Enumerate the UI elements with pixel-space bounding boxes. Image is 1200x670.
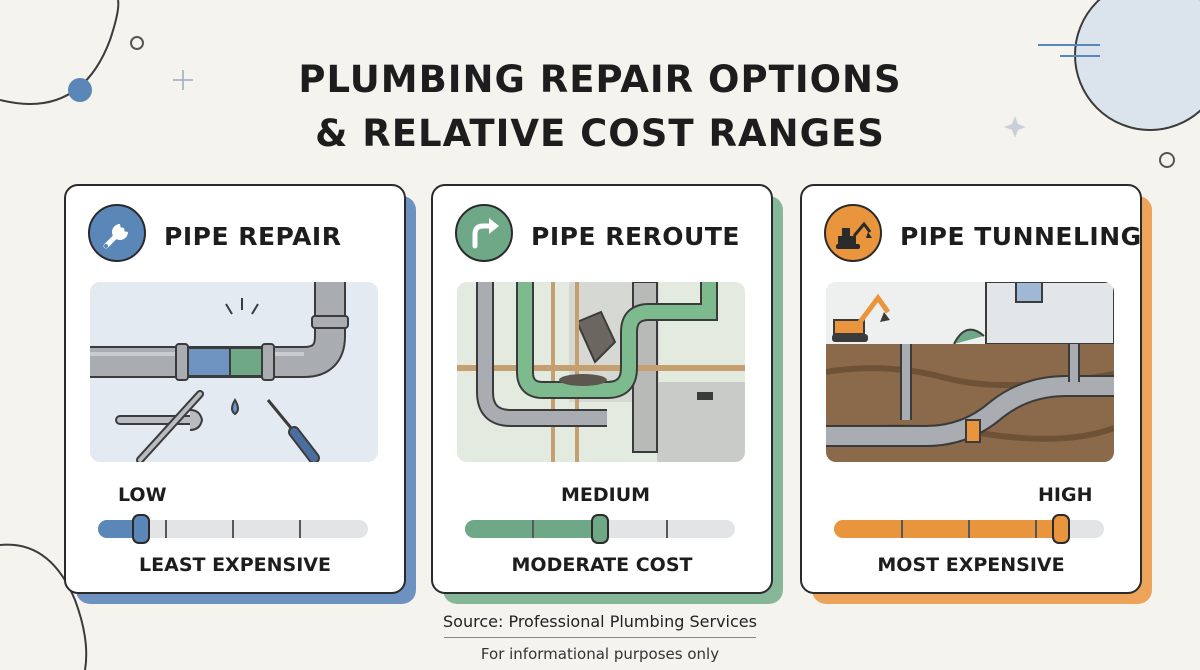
cost-level-label: HIGH [1038,484,1093,506]
pipe-repair-illustration [90,282,378,462]
cost-level-marker [591,514,609,544]
wrench-icon [88,204,146,262]
cost-level-bar [834,514,1104,544]
cost-caption: MOST EXPENSIVE [877,554,1065,576]
scale-tick [165,520,167,538]
scale-tick [232,520,234,538]
card-body: PIPE REROUTE MEDIUM [431,184,773,594]
cost-level-label: LOW [118,484,167,506]
card-title: PIPE REROUTE [531,222,740,251]
scale-tick [532,520,534,538]
card-title: PIPE REPAIR [164,222,342,251]
option-card-pipe-tunneling: PIPE TUNNELING [800,184,1152,604]
reroute-arrow-icon [455,204,513,262]
cost-level-label: MEDIUM [561,484,651,506]
cost-level-bar [98,514,368,544]
scale-tick [901,520,903,538]
page-title-line-2: & RELATIVE COST RANGES [315,112,885,155]
source-credit: Source: Professional Plumbing Services [443,612,757,631]
cost-caption: LEAST EXPENSIVE [139,554,331,576]
cost-level-marker [1052,514,1070,544]
scale-tick [968,520,970,538]
excavator-icon [824,204,882,262]
cost-level-bar [465,514,735,544]
cost-level-fill [98,520,141,538]
page-title-line-1: PLUMBING REPAIR OPTIONS [298,58,902,101]
scale-tick [666,520,668,538]
cost-level-marker [132,514,150,544]
option-card-pipe-reroute: PIPE REROUTE MEDIUM [431,184,783,604]
scale-tick [1035,520,1037,538]
cost-level-fill [834,520,1061,538]
disclaimer-note: For informational purposes only [480,645,720,663]
pipe-reroute-illustration [457,282,745,462]
card-title: PIPE TUNNELING [900,222,1142,251]
card-body: PIPE REPAIR [64,184,406,594]
cost-caption: MODERATE COST [511,554,693,576]
option-card-pipe-repair: PIPE REPAIR [64,184,416,604]
divider [444,637,756,638]
pipe-tunneling-illustration [826,282,1114,462]
card-body: PIPE TUNNELING [800,184,1142,594]
scale-tick [299,520,301,538]
